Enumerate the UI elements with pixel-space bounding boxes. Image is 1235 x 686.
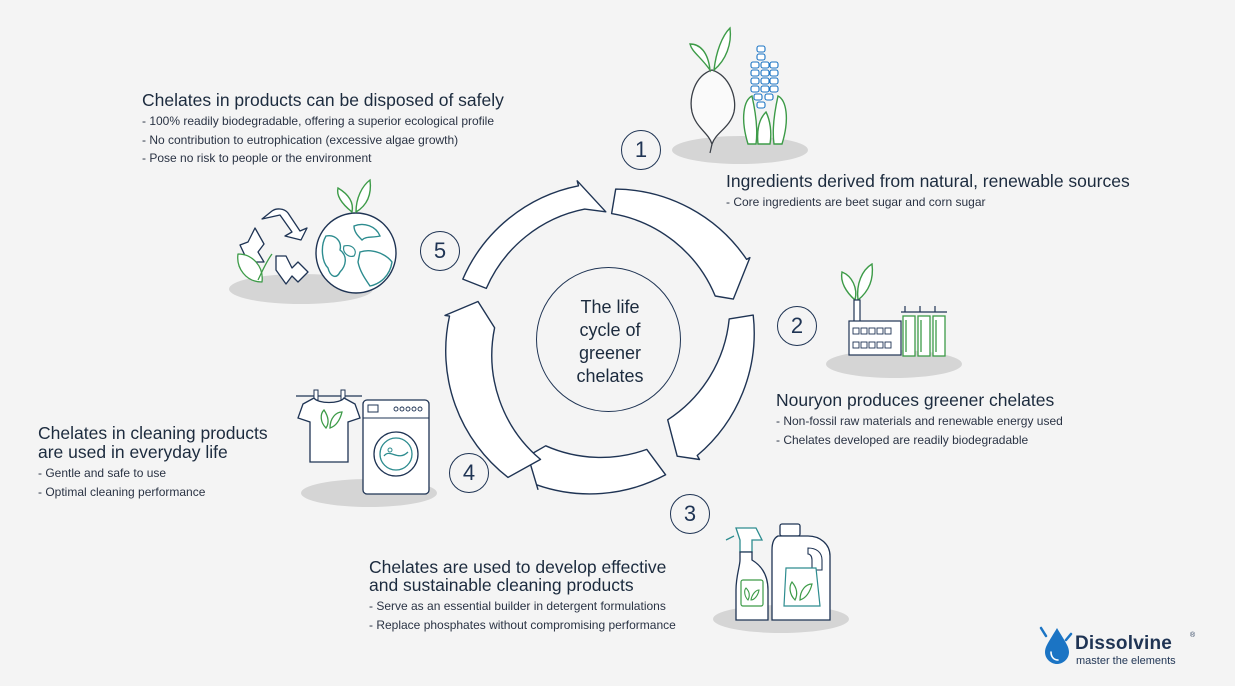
brand-logo: Dissolvine bbox=[1075, 633, 1172, 655]
stage-1-bullet: - Core ingredients are beet sugar and co… bbox=[726, 193, 985, 212]
center-label: The life cycle of greener chelates bbox=[560, 296, 660, 388]
stage-1-bullets: - Core ingredients are beet sugar and co… bbox=[726, 193, 985, 212]
stage-3-bullet: - Replace phosphates without compromisin… bbox=[369, 616, 676, 635]
stage-2-bullet: - Non-fossil raw materials and renewable… bbox=[776, 412, 1063, 431]
stage-5-bullet: - Pose no risk to people or the environm… bbox=[142, 149, 494, 168]
cycle-arrow-5 bbox=[445, 302, 541, 478]
stage-4-bullets: - Gentle and safe to use - Optimal clean… bbox=[38, 464, 205, 501]
stage-5-bullet: - No contribution to eutrophication (exc… bbox=[142, 131, 494, 150]
brand-tagline: master the elements bbox=[1076, 655, 1176, 667]
stage-4-bullet: - Optimal cleaning performance bbox=[38, 483, 205, 502]
factory-icon bbox=[842, 264, 947, 356]
center-label-line-4: chelates bbox=[560, 365, 660, 388]
center-label-line-3: greener bbox=[560, 342, 660, 365]
step-number-4: 4 bbox=[449, 453, 489, 493]
stage-4-title-line-1: Chelates in cleaning products bbox=[38, 424, 268, 443]
step-number-3: 3 bbox=[670, 494, 710, 534]
stage-5-bullet: - 100% readily biodegradable, offering a… bbox=[142, 112, 494, 131]
stage-3-bullets: - Serve as an essential builder in deter… bbox=[369, 597, 676, 634]
t-shirt-icon bbox=[296, 390, 362, 462]
step-number-1: 1 bbox=[621, 130, 661, 170]
beet-icon bbox=[690, 28, 735, 153]
stage-2-bullet: - Chelates developed are readily biodegr… bbox=[776, 431, 1063, 450]
recycle-icon bbox=[238, 209, 308, 284]
stage-3-bullet: - Serve as an essential builder in deter… bbox=[369, 597, 676, 616]
logo-drop-icon bbox=[1041, 628, 1071, 664]
detergent-jug-icon bbox=[772, 524, 830, 620]
cycle-arrow-4 bbox=[528, 446, 666, 494]
shadow-stage-1 bbox=[672, 136, 808, 164]
globe-icon bbox=[316, 180, 396, 293]
brand-registered-mark: ® bbox=[1190, 632, 1195, 639]
center-label-line-2: cycle of bbox=[560, 319, 660, 342]
stage-1-title: Ingredients derived from natural, renewa… bbox=[726, 172, 1130, 191]
step-number-5: 5 bbox=[420, 231, 460, 271]
stage-3-title-line-2: and sustainable cleaning products bbox=[369, 576, 634, 595]
spray-bottle-icon bbox=[726, 528, 768, 620]
stage-2-bullets: - Non-fossil raw materials and renewable… bbox=[776, 412, 1063, 449]
stage-4-bullet: - Gentle and safe to use bbox=[38, 464, 205, 483]
washing-machine-icon bbox=[363, 400, 429, 494]
center-label-line-1: The life bbox=[560, 296, 660, 319]
stage-5-title: Chelates in products can be disposed of … bbox=[142, 91, 504, 110]
step-number-2: 2 bbox=[777, 306, 817, 346]
corn-icon bbox=[744, 46, 787, 144]
stage-4-title-line-2: are used in everyday life bbox=[38, 443, 228, 462]
stage-5-bullets: - 100% readily biodegradable, offering a… bbox=[142, 112, 494, 168]
stage-2-title: Nouryon produces greener chelates bbox=[776, 391, 1054, 410]
